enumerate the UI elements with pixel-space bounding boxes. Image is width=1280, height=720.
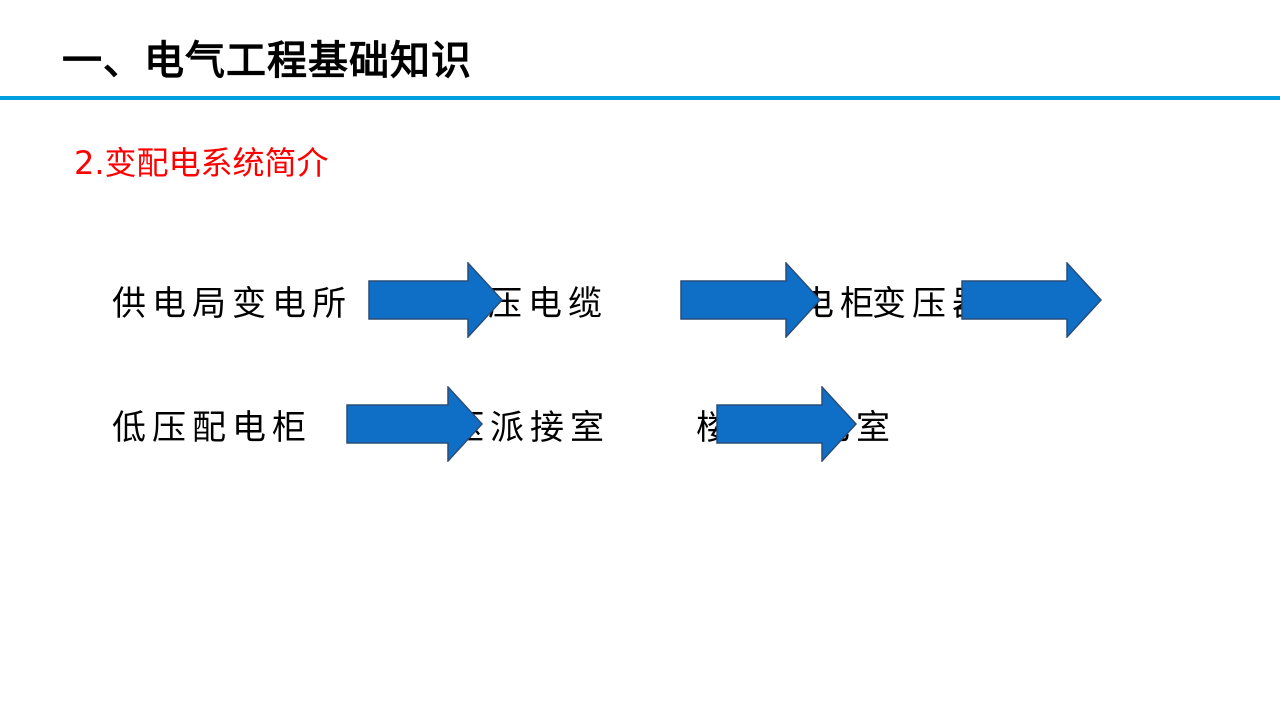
flow-node-substation: 供电局变电所 xyxy=(112,284,352,324)
right-arrow-icon xyxy=(346,386,484,462)
page-title: 一、电气工程基础知识 xyxy=(62,38,472,84)
right-arrow-icon xyxy=(961,262,1103,338)
section-subtitle: 2.变配电系统简介 xyxy=(74,144,329,182)
right-arrow-icon xyxy=(680,262,822,338)
right-arrow-icon xyxy=(716,386,858,462)
right-arrow-icon xyxy=(368,262,504,338)
flow-node-lv-switchgear: 低压配电柜 xyxy=(112,408,312,448)
title-divider xyxy=(0,96,1280,100)
